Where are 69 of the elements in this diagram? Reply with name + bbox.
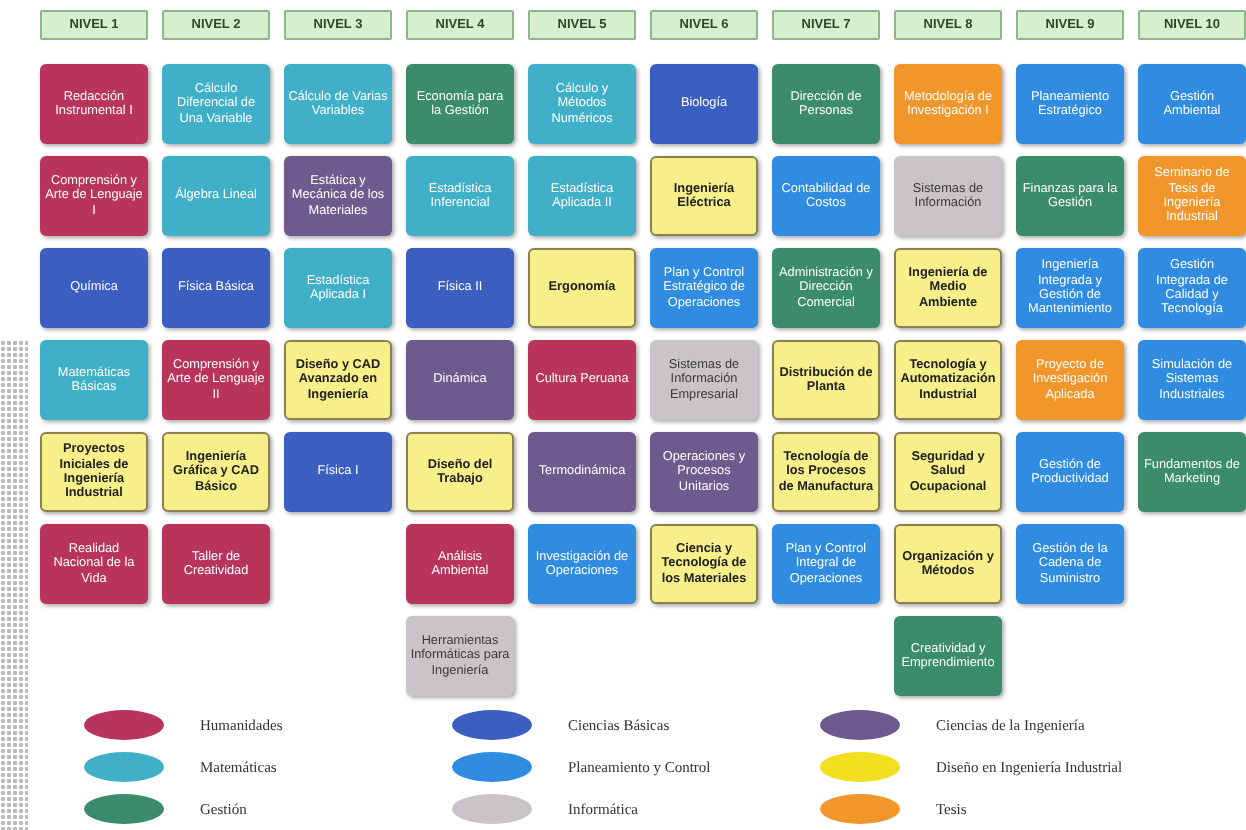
course-box	[406, 156, 514, 236]
course-box	[1016, 156, 1124, 236]
level-header	[1138, 10, 1246, 40]
course-box	[406, 432, 514, 512]
course-box	[1138, 64, 1246, 144]
course-box	[40, 64, 148, 144]
course-box	[406, 340, 514, 420]
course-box	[1138, 340, 1246, 420]
course-box	[894, 616, 1002, 696]
level-header	[1016, 10, 1124, 40]
course-box	[528, 64, 636, 144]
level-header	[284, 10, 392, 40]
level-header	[894, 10, 1002, 40]
course-box	[406, 616, 514, 696]
course-box	[650, 340, 758, 420]
course-box	[528, 340, 636, 420]
level-header	[772, 10, 880, 40]
course-box	[162, 340, 270, 420]
course-box	[406, 248, 514, 328]
course-box	[40, 248, 148, 328]
course-box	[162, 156, 270, 236]
course-box	[1016, 340, 1124, 420]
course-box	[650, 432, 758, 512]
course-box	[284, 432, 392, 512]
course-box	[284, 156, 392, 236]
course-box	[894, 248, 1002, 328]
course-box	[894, 340, 1002, 420]
course-box	[650, 156, 758, 236]
course-box	[894, 524, 1002, 604]
course-box	[1138, 156, 1246, 236]
course-box	[1016, 432, 1124, 512]
course-box	[284, 64, 392, 144]
course-box	[528, 432, 636, 512]
course-box	[772, 156, 880, 236]
course-box	[406, 524, 514, 604]
course-box	[894, 432, 1002, 512]
course-box	[1016, 64, 1124, 144]
course-box	[162, 248, 270, 328]
course-box	[162, 432, 270, 512]
course-box	[162, 524, 270, 604]
course-box	[40, 432, 148, 512]
course-box	[1138, 432, 1246, 512]
course-box	[40, 156, 148, 236]
level-header	[406, 10, 514, 40]
course-box	[894, 64, 1002, 144]
course-box	[528, 524, 636, 604]
course-box	[772, 64, 880, 144]
level-header	[650, 10, 758, 40]
course-box	[40, 524, 148, 604]
course-box	[894, 156, 1002, 236]
course-box	[650, 64, 758, 144]
course-box	[528, 156, 636, 236]
course-box	[40, 340, 148, 420]
course-box	[1138, 248, 1246, 328]
course-box	[1016, 524, 1124, 604]
course-box	[772, 432, 880, 512]
level-header	[40, 10, 148, 40]
course-box	[528, 248, 636, 328]
course-box	[284, 340, 392, 420]
course-box	[284, 248, 392, 328]
level-header	[162, 10, 270, 40]
course-box	[772, 524, 880, 604]
course-box	[162, 64, 270, 144]
course-box	[650, 248, 758, 328]
level-header	[528, 10, 636, 40]
course-box	[772, 340, 880, 420]
course-box	[406, 64, 514, 144]
course-box	[772, 248, 880, 328]
course-box	[650, 524, 758, 604]
